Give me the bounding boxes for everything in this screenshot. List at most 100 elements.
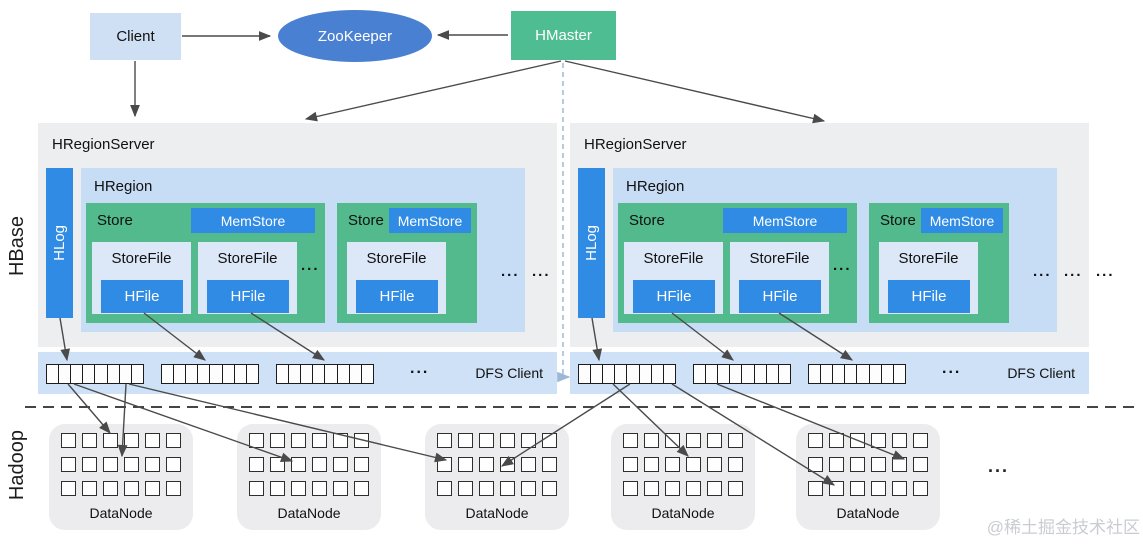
storefile-label: StoreFile [749,250,810,267]
hfile-box: HFile [633,280,715,313]
block-square [892,481,907,496]
hadoop-layer-label: Hadoop [6,430,28,501]
block-cell [130,364,145,384]
block-square [291,457,306,472]
block-square [437,457,452,472]
block-square [103,457,118,472]
block-strip [578,364,677,384]
block-square [61,481,76,496]
client-node: Client [90,13,181,60]
block-square [166,433,181,448]
block-square [458,433,473,448]
hregionserver-right: HRegionServer HLog HRegion Store MemStor… [570,123,1113,347]
block-square [291,481,306,496]
storefile-box: StoreFile HFile [92,242,191,314]
block-cell [777,364,792,384]
store-panel: Store MemStore StoreFile HFile StoreFile… [618,203,857,323]
block-square [354,481,369,496]
block-square [124,457,139,472]
dfs-client-label: DFS Client [475,365,543,381]
more-stores-dots: ... [501,263,520,280]
zookeeper-node: ZooKeeper [278,10,432,62]
block-grid [61,433,181,496]
hlog-bar: HLog [578,168,605,318]
datanode-box: DataNode [237,424,381,530]
block-square [521,481,536,496]
block-square [166,457,181,472]
block-cell [360,364,375,384]
block-square [542,481,557,496]
hfile-box: HFile [356,280,438,313]
hregion-panel: HRegion Store MemStore StoreFile HFile S… [81,168,525,332]
block-square [82,481,97,496]
block-square [145,457,160,472]
more-blocks-dots: ... [410,360,430,377]
block-square [312,481,327,496]
store-label: Store [348,212,384,229]
block-square [707,457,722,472]
more-stores-dots: ... [1064,263,1083,280]
hregion-title: HRegion [626,178,685,195]
block-square [665,433,680,448]
block-square [542,457,557,472]
block-square [829,481,844,496]
store-label: Store [97,212,133,229]
hfile-box: HFile [739,280,821,313]
block-square [333,481,348,496]
hregionserver-title: HRegionServer [52,136,155,153]
block-square [166,481,181,496]
block-square [145,433,160,448]
hfile-box: HFile [888,280,970,313]
more-stores-dots: ... [1033,263,1052,280]
memstore-box: MemStore [723,208,847,233]
block-square [145,481,160,496]
datanode-label: DataNode [89,505,153,521]
block-grid [249,433,369,496]
block-square [665,457,680,472]
block-cell [245,364,260,384]
more-stores-dots: ... [1096,263,1115,280]
store-label: Store [880,212,916,229]
hbase-layer-label: HBase [6,216,28,277]
block-grid [437,433,557,496]
datanode-label: DataNode [465,505,529,521]
datanode-box: DataNode [611,424,755,530]
storefile-label: StoreFile [366,250,427,267]
storefile-label: StoreFile [898,250,959,267]
hregion-panel: HRegion Store MemStore StoreFile HFile S… [613,168,1057,332]
memstore-box: MemStore [921,208,1003,233]
block-square [644,457,659,472]
block-square [312,433,327,448]
block-grid [623,433,743,496]
hfile-box: HFile [207,280,289,313]
block-square [124,481,139,496]
more-datanodes-dots: ... [988,456,1010,476]
block-square [521,457,536,472]
block-square [728,481,743,496]
hfile-box: HFile [101,280,183,313]
block-square [686,457,701,472]
block-square [892,457,907,472]
block-square [479,457,494,472]
block-square [871,481,886,496]
block-square [437,481,452,496]
block-strip [808,364,907,384]
block-square [521,433,536,448]
block-square [623,457,638,472]
hlog-bar: HLog [46,168,73,318]
block-square [61,433,76,448]
hlog-label: HLog [51,225,68,261]
block-square [829,457,844,472]
block-cell [662,364,677,384]
block-square [808,457,823,472]
block-square [354,457,369,472]
datanode-box: DataNode [425,424,569,530]
more-storefiles-dots: ... [833,257,852,274]
block-square [249,433,264,448]
storefile-label: StoreFile [111,250,172,267]
store-panel: Store MemStore StoreFile HFile StoreFile… [86,203,325,323]
block-grid [808,433,928,496]
block-square [665,481,680,496]
memstore-box: MemStore [389,208,471,233]
